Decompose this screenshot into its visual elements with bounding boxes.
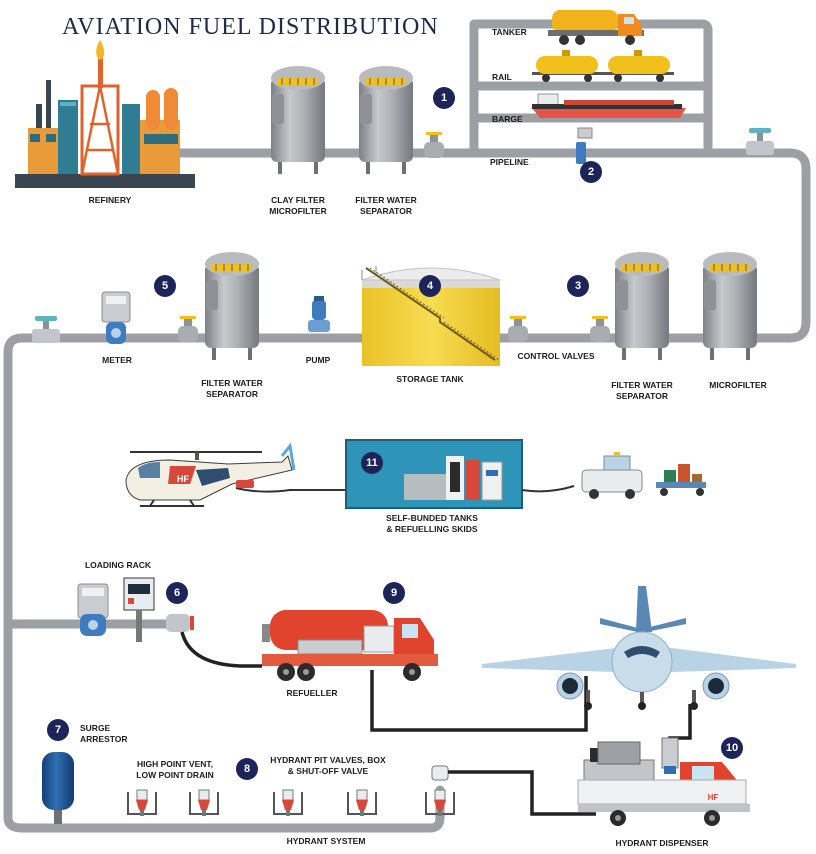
- hydrant-pit-valve: [425, 789, 455, 817]
- step-badge-10: 10: [721, 737, 743, 759]
- filter-water-separator-vessel-top: [358, 65, 414, 175]
- step-badge-9: 9: [383, 582, 405, 604]
- step-badge-6: 6: [166, 582, 188, 604]
- refuelling-skid-container: [345, 439, 575, 509]
- refuelling-skids-label: SELF-BUNDED TANKS& REFUELLING SKIDS: [386, 513, 478, 534]
- meter-label: METER: [102, 355, 132, 365]
- step-badge-7: 7: [47, 719, 69, 741]
- loading-rack-label: LOADING RACK: [84, 560, 152, 570]
- valve-icon: [32, 316, 60, 343]
- hydrant-pit-valve: [347, 789, 377, 817]
- airplane-illustration: [482, 586, 796, 710]
- valve-icon: [424, 132, 444, 158]
- barge-icon: [532, 93, 686, 118]
- step-badge-1: 1: [433, 87, 455, 109]
- step-badge-8: 8: [236, 758, 258, 780]
- pipeline-meter-icon: [576, 127, 593, 164]
- loading-arm-icon: [166, 614, 262, 668]
- rail-tank-cars-icon: [532, 50, 674, 82]
- step-badge-2: 2: [580, 161, 602, 183]
- loading-rack-control-panel-icon: [123, 577, 155, 642]
- clay-filter-microfilter-vessel: [270, 65, 326, 175]
- storage-tank-label: STORAGE TANK: [396, 374, 464, 384]
- hydrant-dispenser-label: HYDRANT DISPENSER: [615, 838, 709, 848]
- hydrant-pit-valve: [273, 789, 303, 817]
- control-valve-icon: [508, 316, 528, 342]
- refueller-label: REFUELLER: [286, 688, 338, 698]
- meter-icon: [101, 291, 131, 344]
- low-point-drain-pit: [189, 789, 219, 817]
- hydrant-coupler-icon: [431, 765, 596, 816]
- vent-drain-label: HIGH POINT VENT,LOW POINT DRAIN: [136, 759, 214, 780]
- hydrant-dispenser-illustration: HF: [577, 704, 750, 826]
- high-point-vent-pit: [127, 789, 157, 817]
- loading-rack-meter-icon: [77, 583, 109, 636]
- hydrant-system-label: HYDRANT SYSTEM: [286, 836, 366, 846]
- baggage-tug-illustration: [581, 452, 706, 499]
- tanker-label: TANKER: [492, 27, 527, 37]
- control-valves-label: CONTROL VALVES: [517, 351, 595, 361]
- logo-text: HF: [177, 474, 189, 484]
- pipeline-label: PIPELINE: [490, 157, 529, 167]
- valve-icon: [178, 316, 198, 342]
- logo-text: HF: [708, 793, 719, 802]
- step-badge-3: 3: [567, 275, 589, 297]
- page-title: AVIATION FUEL DISTRIBUTION: [62, 14, 439, 40]
- surge-arrestor-vessel: [42, 752, 74, 824]
- refueller-truck-illustration: [262, 610, 438, 681]
- pump-icon: [308, 296, 330, 332]
- refinery-label: REFINERY: [88, 195, 132, 205]
- control-valve-icon: [590, 316, 610, 342]
- hydrant-pit-label: HYDRANT PIT VALVES, BOX& SHUT-OFF VALVE: [270, 755, 386, 776]
- tanker-truck-icon: [548, 10, 644, 45]
- step-badge-5: 5: [154, 275, 176, 297]
- pump-label: PUMP: [305, 355, 331, 365]
- refinery-illustration: [15, 40, 195, 188]
- step-badge-11: 11: [361, 452, 383, 474]
- valve-icon: [746, 128, 774, 155]
- step-badge-4: 4: [419, 275, 441, 297]
- helicopter-illustration: HF: [125, 442, 346, 507]
- barge-label: BARGE: [492, 114, 523, 124]
- filter-water-separator-vessel-left: [204, 251, 260, 361]
- microfilter-vessel: [702, 251, 758, 361]
- refueller-hose: [370, 670, 588, 732]
- microfilter-label: MICROFILTER: [709, 380, 767, 390]
- filter-water-separator-vessel-right: [614, 251, 670, 361]
- rail-label: RAIL: [492, 72, 512, 82]
